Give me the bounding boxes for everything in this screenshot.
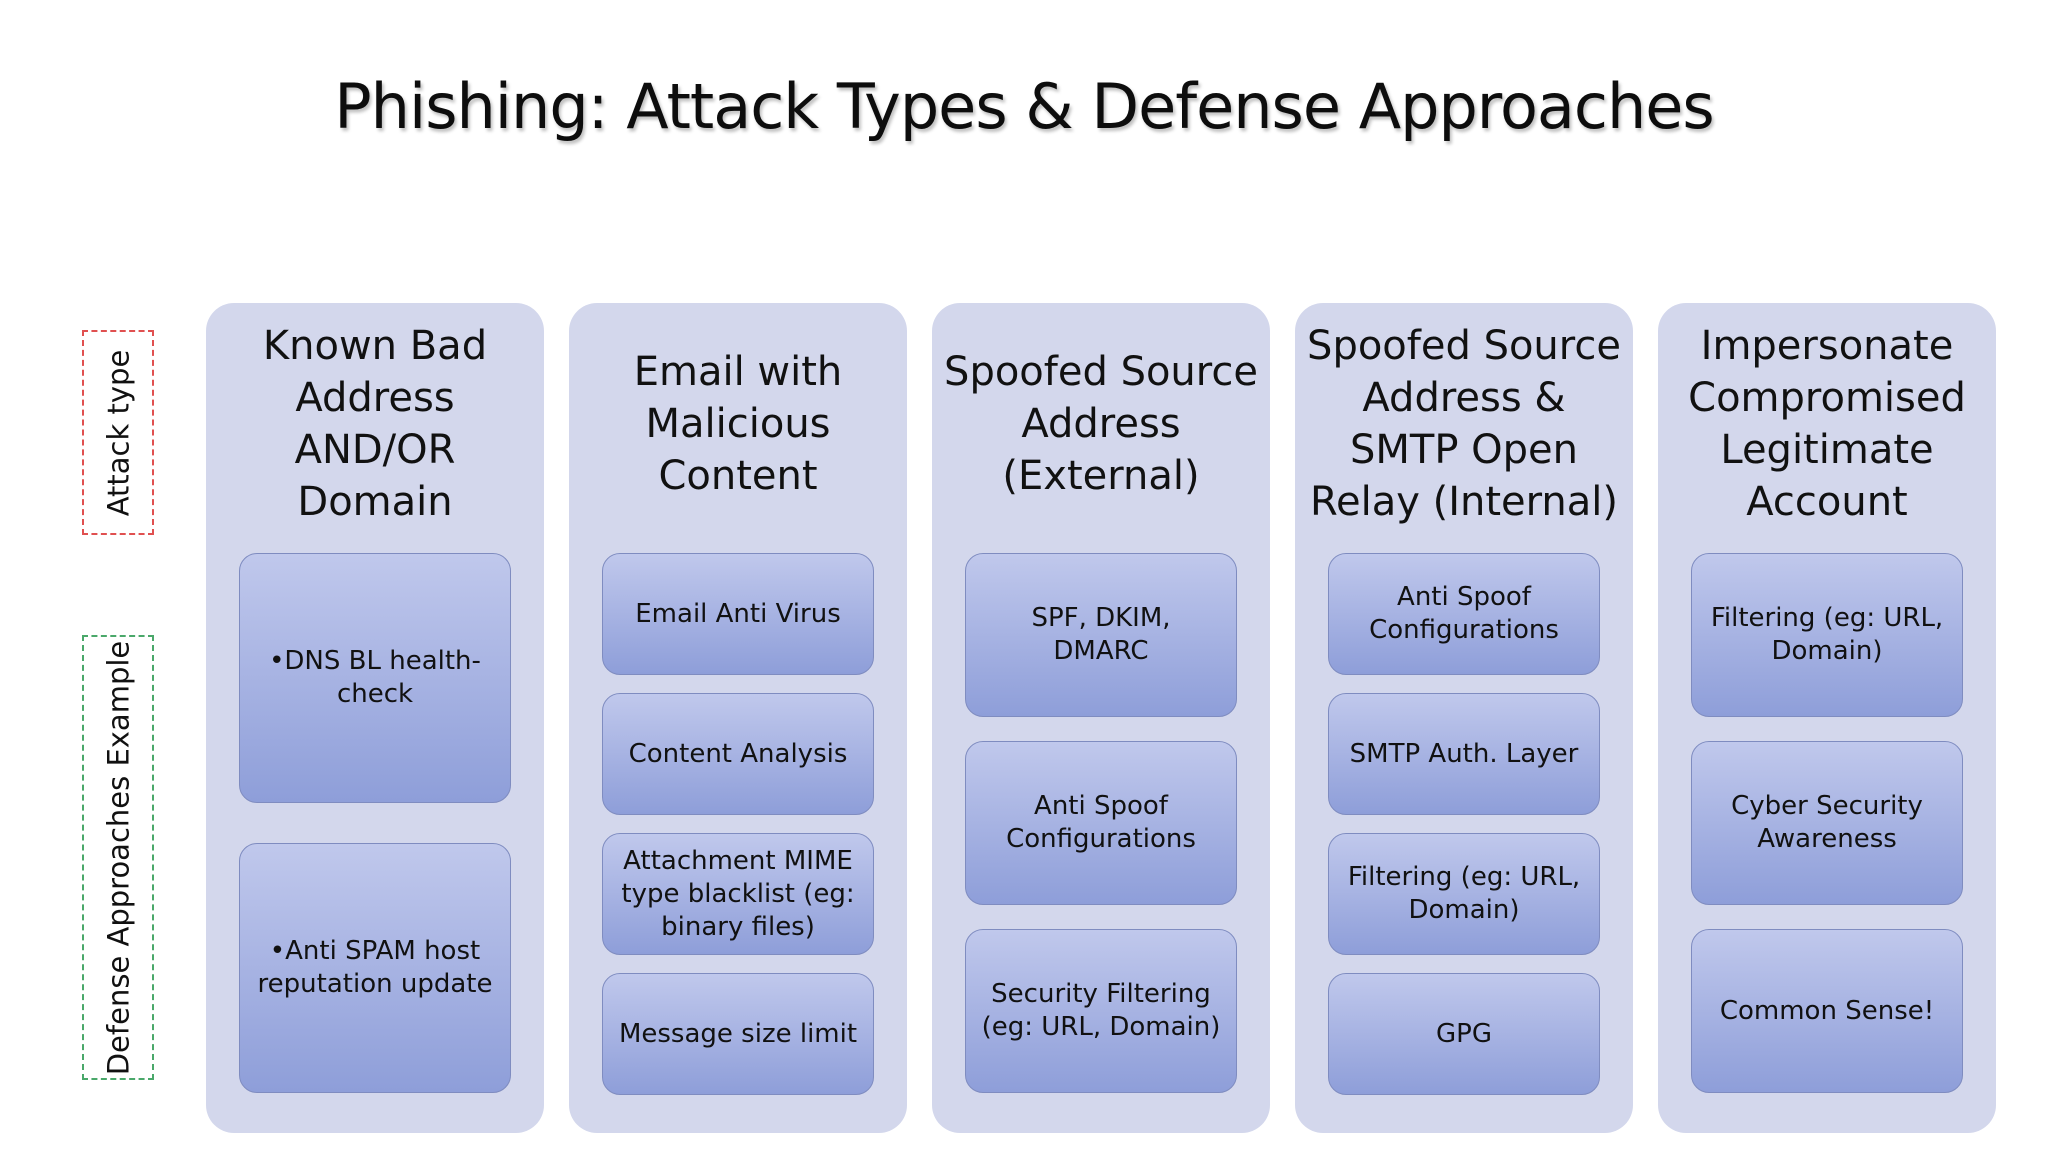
- defense-card: Anti Spoof Configurations: [965, 741, 1237, 905]
- attack-column-known-bad-address: Known Bad Address AND/OR Domain •DNS BL …: [206, 303, 544, 1133]
- attack-type-heading: Impersonate Compromised Legitimate Accou…: [1688, 323, 1966, 525]
- attack-column-malicious-content: Email with Malicious Content Email Anti …: [569, 303, 907, 1133]
- defense-card: GPG: [1328, 973, 1600, 1095]
- defense-card: Message size limit: [602, 973, 874, 1095]
- defense-card: •Anti SPAM host reputation update: [239, 843, 511, 1093]
- page-title: Phishing: Attack Types & Defense Approac…: [334, 70, 1714, 143]
- defense-card: Filtering (eg: URL, Domain): [1328, 833, 1600, 955]
- attack-type-heading: Spoofed Source Address (External): [944, 349, 1258, 499]
- defense-approaches-label: Defense Approaches Example: [101, 640, 136, 1075]
- defense-card: Security Filtering (eg: URL, Domain): [965, 929, 1237, 1093]
- attack-column-compromised-account: Impersonate Compromised Legitimate Accou…: [1658, 303, 1996, 1133]
- defense-card: SMTP Auth. Layer: [1328, 693, 1600, 815]
- defense-card: •DNS BL health-check: [239, 553, 511, 803]
- attack-type-heading: Spoofed Source Address & SMTP Open Relay…: [1307, 323, 1621, 525]
- attack-type-heading: Known Bad Address AND/OR Domain: [262, 323, 488, 525]
- defense-card: Content Analysis: [602, 693, 874, 815]
- attack-type-label-box: Attack type: [82, 330, 154, 535]
- attack-type-heading: Email with Malicious Content: [633, 349, 843, 499]
- defense-card: SPF, DKIM, DMARC: [965, 553, 1237, 717]
- defense-card: Cyber Security Awareness: [1691, 741, 1963, 905]
- attack-column-spoofed-external: Spoofed Source Address (External) SPF, D…: [932, 303, 1270, 1133]
- defense-card: Filtering (eg: URL, Domain): [1691, 553, 1963, 717]
- defense-card: Email Anti Virus: [602, 553, 874, 675]
- attack-column-spoofed-internal: Spoofed Source Address & SMTP Open Relay…: [1295, 303, 1633, 1133]
- defense-card: Anti Spoof Configurations: [1328, 553, 1600, 675]
- attack-type-label: Attack type: [101, 349, 135, 516]
- defense-approaches-label-box: Defense Approaches Example: [82, 635, 154, 1080]
- defense-card: Attachment MIME type blacklist (eg: bina…: [602, 833, 874, 955]
- defense-card: Common Sense!: [1691, 929, 1963, 1093]
